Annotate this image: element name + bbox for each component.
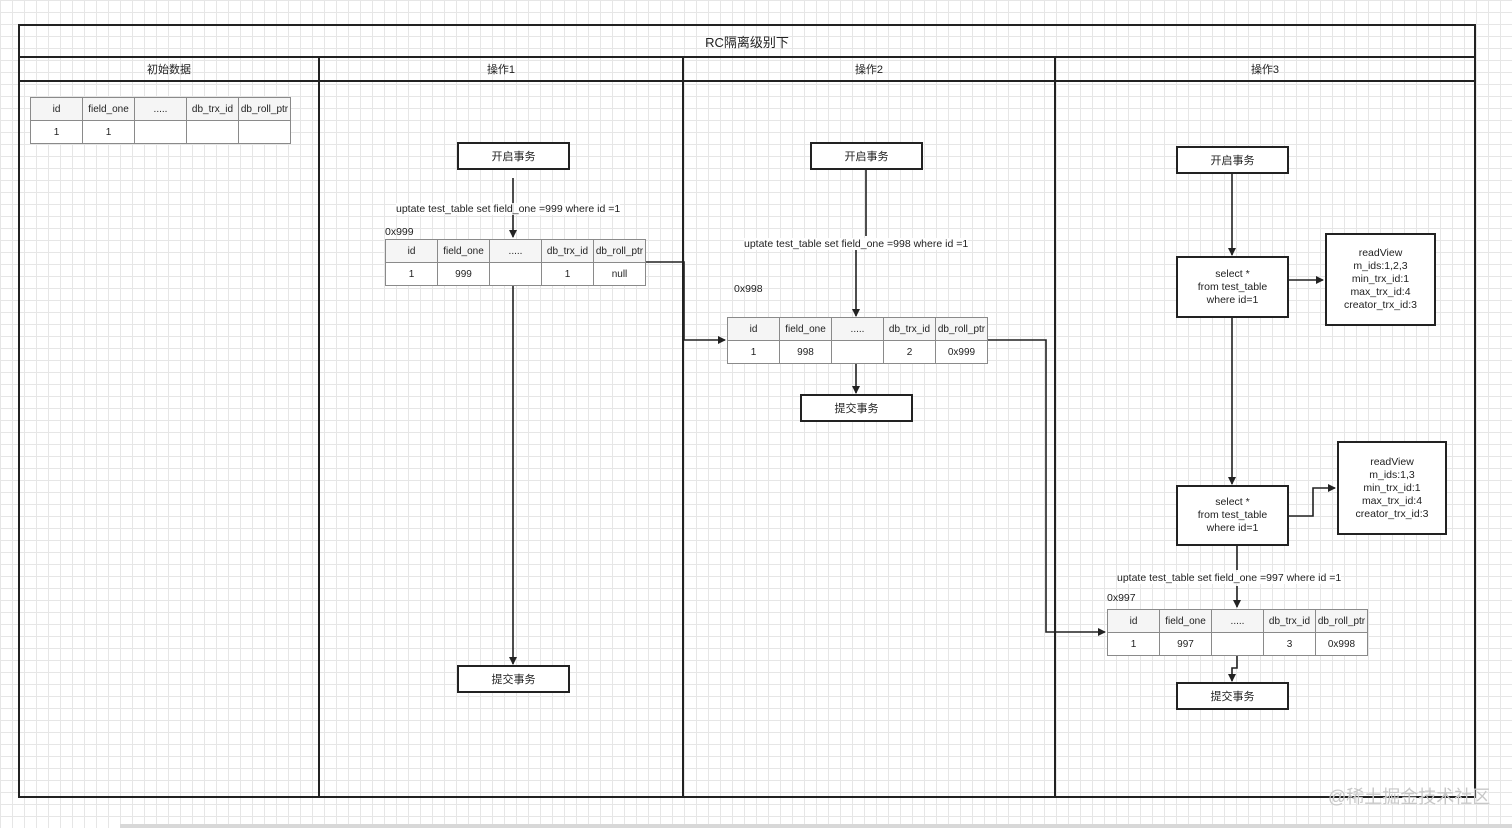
op3-select2-to-readview2-arrow <box>1289 484 1336 517</box>
op1-version-address: 0x999 <box>385 226 414 238</box>
col-db-trx-id-header: db_trx_id <box>883 317 936 341</box>
op1-begin-transaction: 开启事务 <box>457 142 570 170</box>
cell-id: 1 <box>1107 632 1160 656</box>
cell-field-one: 997 <box>1159 632 1212 656</box>
col-db-roll-ptr-header: db_roll_ptr <box>1315 609 1368 633</box>
select-line-2: from test_table <box>1197 509 1268 521</box>
op3-row-to-commit-arrow <box>1228 655 1238 682</box>
lane-divider-1 <box>318 58 320 798</box>
op2-to-op3-chain-arrow <box>986 339 1106 636</box>
cell-ellipsis <box>1211 632 1264 656</box>
cell-ellipsis <box>489 262 542 286</box>
lane-header-op2: 操作2 <box>684 58 1054 82</box>
cell-id: 1 <box>385 262 438 286</box>
col-ellipsis-header: ..... <box>831 317 884 341</box>
select-line-1: select * <box>1215 496 1250 508</box>
op2-update-sql: uptate test_table set field_one =998 whe… <box>744 238 969 250</box>
readview-title: readView <box>1370 455 1414 468</box>
cell-db-trx-id <box>186 120 239 144</box>
col-field-one-header: field_one <box>437 239 490 263</box>
op3-row-table: id field_one ..... db_trx_id db_roll_ptr… <box>1107 609 1368 656</box>
op3-begin-transaction: 开启事务 <box>1176 146 1289 174</box>
cell-db-roll-ptr: null <box>593 262 646 286</box>
cell-db-trx-id: 2 <box>883 340 936 364</box>
col-db-trx-id-header: db_trx_id <box>186 97 239 121</box>
select-line-2: from test_table <box>1197 280 1268 293</box>
cell-field-one: 999 <box>437 262 490 286</box>
col-field-one-header: field_one <box>779 317 832 341</box>
col-db-roll-ptr-header: db_roll_ptr <box>238 97 291 121</box>
col-field-one-header: field_one <box>1159 609 1212 633</box>
col-ellipsis-header: ..... <box>1211 609 1264 633</box>
cell-db-roll-ptr <box>238 120 291 144</box>
op3-commit-transaction: 提交事务 <box>1176 682 1289 710</box>
horizontal-scrollbar[interactable] <box>120 824 1512 828</box>
readview-title: readView <box>1358 247 1403 259</box>
op3-select-query-2: select * from test_table where id=1 <box>1176 485 1289 546</box>
diagram-frame <box>18 24 1476 798</box>
readview-creator-trx-id: creator_trx_id:3 <box>1344 299 1417 311</box>
readview-m-ids: m_ids:1,3 <box>1369 468 1415 481</box>
lane-divider-3 <box>1054 58 1056 798</box>
op3-readview-2: readView m_ids:1,3 min_trx_id:1 max_trx_… <box>1337 441 1447 535</box>
readview-min-trx-id: min_trx_id:1 <box>1363 481 1421 494</box>
initial-data-table: id field_one ..... db_trx_id db_roll_ptr… <box>30 97 291 144</box>
col-ellipsis-header: ..... <box>489 239 542 263</box>
op3-select-query-1: select * from test_table where id=1 <box>1176 256 1289 318</box>
readview-max-trx-id: max_trx_id:4 <box>1350 286 1411 298</box>
op2-begin-transaction: 开启事务 <box>810 142 923 170</box>
op3-update-sql: uptate test_table set field_one =997 whe… <box>1117 572 1342 584</box>
readview-creator-trx-id: creator_trx_id:3 <box>1355 507 1429 520</box>
op1-to-op2-chain-arrow <box>643 261 726 344</box>
lane-header-initial: 初始数据 <box>20 58 318 82</box>
cell-db-trx-id: 3 <box>1263 632 1316 656</box>
cell-ellipsis <box>831 340 884 364</box>
diagram-title: RC隔离级别下 <box>20 26 1474 58</box>
col-db-roll-ptr-header: db_roll_ptr <box>935 317 988 341</box>
select-line-3: where id=1 <box>1206 293 1259 306</box>
lane-divider-2 <box>682 58 684 798</box>
cell-id: 1 <box>727 340 780 364</box>
op2-commit-transaction: 提交事务 <box>800 394 913 422</box>
col-db-roll-ptr-header: db_roll_ptr <box>593 239 646 263</box>
op1-update-sql: uptate test_table set field_one =999 whe… <box>396 203 621 215</box>
col-ellipsis-header: ..... <box>134 97 187 121</box>
col-id-header: id <box>30 97 83 121</box>
watermark: @稀土掘金技术社区 <box>1328 787 1491 807</box>
cell-db-trx-id: 1 <box>541 262 594 286</box>
lane-header-op3: 操作3 <box>1056 58 1474 82</box>
op2-begin-to-row-arrow <box>856 170 867 316</box>
col-id-header: id <box>385 239 438 263</box>
cell-db-roll-ptr: 0x999 <box>935 340 988 364</box>
op1-commit-transaction: 提交事务 <box>457 665 570 693</box>
cell-field-one: 1 <box>82 120 135 144</box>
op3-version-address: 0x997 <box>1107 592 1136 604</box>
op1-row-table: id field_one ..... db_trx_id db_roll_ptr… <box>385 239 646 286</box>
cell-ellipsis <box>134 120 187 144</box>
cell-db-roll-ptr: 0x998 <box>1315 632 1368 656</box>
select-line-3: where id=1 <box>1206 522 1259 534</box>
col-id-header: id <box>727 317 780 341</box>
cell-id: 1 <box>30 120 83 144</box>
lane-header-op1: 操作1 <box>320 58 682 82</box>
readview-max-trx-id: max_trx_id:4 <box>1361 494 1423 507</box>
select-line-1: select * <box>1215 267 1250 280</box>
op2-version-address: 0x998 <box>734 283 763 295</box>
col-id-header: id <box>1107 609 1160 633</box>
readview-m-ids: m_ids:1,2,3 <box>1353 260 1408 272</box>
cell-field-one: 998 <box>779 340 832 364</box>
col-db-trx-id-header: db_trx_id <box>541 239 594 263</box>
op3-readview-1: readView m_ids:1,2,3 min_trx_id:1 max_tr… <box>1325 233 1436 326</box>
col-db-trx-id-header: db_trx_id <box>1263 609 1316 633</box>
readview-min-trx-id: min_trx_id:1 <box>1351 273 1410 285</box>
col-field-one-header: field_one <box>82 97 135 121</box>
op2-row-table: id field_one ..... db_trx_id db_roll_ptr… <box>727 317 988 364</box>
